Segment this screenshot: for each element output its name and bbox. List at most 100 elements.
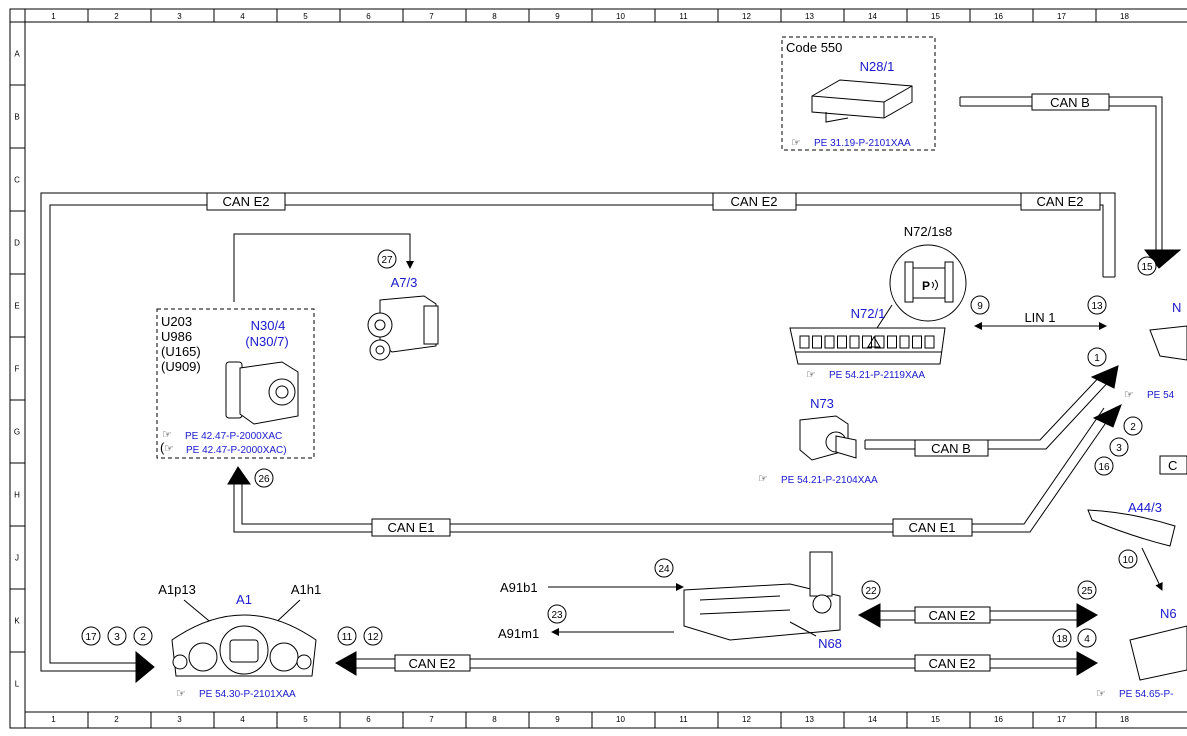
- can-e2-top-mid-label: CAN E2: [712, 192, 797, 211]
- svg-text:PE 42.47-P-2000XAC): PE 42.47-P-2000XAC): [186, 445, 287, 456]
- callout-23: 23: [547, 604, 567, 624]
- hand-pointer-icon: ☞: [1096, 688, 1106, 700]
- svg-text:N28/1: N28/1: [860, 59, 895, 74]
- svg-text:2: 2: [1130, 422, 1136, 433]
- callout-2: 2: [1123, 416, 1143, 436]
- svg-text:N30/4: N30/4: [251, 318, 286, 333]
- panel-button: [837, 335, 847, 349]
- svg-text:16: 16: [1098, 462, 1110, 473]
- svg-text:A7/3: A7/3: [391, 275, 418, 290]
- svg-text:PE 54.30-P-2101XAA: PE 54.30-P-2101XAA: [199, 689, 296, 700]
- svg-text:2: 2: [140, 632, 146, 643]
- panel-button: [899, 335, 910, 349]
- can-e1-left-label: CAN E1: [371, 518, 451, 537]
- svg-text:10: 10: [1122, 555, 1134, 566]
- svg-text:C: C: [1168, 458, 1177, 473]
- callout-18: 18: [1052, 628, 1072, 648]
- hand-pointer-icon: ☞: [164, 443, 174, 455]
- svg-text:CAN E2: CAN E2: [1037, 194, 1084, 209]
- panel-button: [849, 335, 860, 349]
- svg-text:U986: U986: [161, 329, 192, 344]
- grid-row-label: D: [14, 239, 20, 248]
- callout-1: 1: [1087, 347, 1107, 367]
- grid-col-label: 18: [1120, 12, 1129, 21]
- grid-col-label: 8: [492, 12, 497, 21]
- grid-col-label: 4: [240, 715, 245, 724]
- callout-17: 17: [81, 626, 101, 646]
- hand-pointer-icon: ☞: [791, 137, 801, 149]
- grid-col-label: 11: [679, 715, 688, 724]
- grid-col-label: 10: [616, 715, 625, 724]
- grid-col-label: 4: [240, 12, 245, 21]
- parking-button-icon: P: [904, 261, 954, 303]
- panel-button: [924, 335, 935, 349]
- callout-27: 27: [377, 249, 397, 269]
- grid-row-label: K: [14, 617, 20, 626]
- bus-labels: CAN B CAN E2 CAN E2 CAN E2 CAN B CAN E1 …: [206, 93, 1110, 672]
- grid-col-label: 1: [51, 12, 56, 21]
- callouts: 27 9 13 15 1 2 3 16 26 10 24 23 22 25 17…: [81, 249, 1157, 648]
- callout-4: 4: [1077, 628, 1097, 648]
- svg-text:CAN E1: CAN E1: [909, 520, 956, 535]
- can-b-mid-label: CAN B: [914, 439, 989, 457]
- svg-text:A1h1: A1h1: [291, 582, 321, 597]
- grid-col-label: 11: [679, 12, 688, 21]
- svg-text:CAN E1: CAN E1: [388, 520, 435, 535]
- svg-text:3: 3: [114, 632, 120, 643]
- n72-1-block: N72/1s8 P N72/1 ☞ PE 54.21-P-2119XAA: [789, 224, 967, 381]
- svg-text:N6: N6: [1160, 606, 1177, 621]
- hand-pointer-icon: ☞: [758, 473, 768, 485]
- callout-25: 25: [1077, 580, 1097, 600]
- grid-row-label: L: [15, 680, 20, 689]
- hand-pointer-icon: ☞: [162, 429, 172, 441]
- grid-col-label: 15: [931, 715, 940, 724]
- lin1-line: LIN 1: [974, 310, 1107, 330]
- can-e2-top-left-label: CAN E2: [206, 192, 286, 211]
- grid-col-label: 18: [1120, 715, 1129, 724]
- hand-pointer-icon: ☞: [176, 688, 186, 700]
- n72-1-panel-drawing: [789, 327, 946, 365]
- panel-button: [862, 335, 872, 349]
- n68-steering-lock-drawing: [683, 551, 841, 641]
- grid-col-label: 5: [303, 715, 308, 724]
- svg-text:25: 25: [1081, 586, 1093, 597]
- svg-text:CAN E2: CAN E2: [223, 194, 270, 209]
- grid-col-label: 3: [177, 715, 182, 724]
- grid-row-label: B: [14, 113, 19, 122]
- panel-button: [887, 335, 897, 349]
- grid-col-label: 13: [805, 12, 814, 21]
- svg-text:N72/1s8: N72/1s8: [904, 224, 952, 239]
- grid-col-label: 12: [742, 715, 751, 724]
- grid-col-label: 17: [1057, 12, 1066, 21]
- svg-text:PE 54: PE 54: [1147, 390, 1175, 401]
- grid-row-label: J: [15, 554, 19, 563]
- svg-text:(U165): (U165): [161, 344, 201, 359]
- svg-text:A44/3: A44/3: [1128, 500, 1162, 515]
- svg-text:N: N: [1172, 300, 1181, 315]
- grid-col-label: 5: [303, 12, 308, 21]
- grid-row-label: F: [15, 365, 20, 374]
- svg-text:11: 11: [342, 632, 353, 643]
- grid-col-label: 14: [868, 12, 877, 21]
- grid-col-label: 6: [366, 12, 371, 21]
- grid-col-label: 14: [868, 715, 877, 724]
- grid-col-label: 7: [429, 12, 434, 21]
- can-e2-bottom-left-label: CAN E2: [394, 654, 471, 672]
- panel-button: [824, 335, 835, 349]
- svg-text:18: 18: [1056, 634, 1068, 645]
- hand-pointer-icon: ☞: [1124, 389, 1134, 401]
- svg-text:CAN E2: CAN E2: [731, 194, 778, 209]
- grid-row-label: C: [14, 176, 20, 185]
- svg-text:P: P: [922, 279, 930, 293]
- hand-pointer-icon: ☞: [806, 369, 816, 381]
- callout-15: 15: [1137, 256, 1157, 276]
- grid-row-label: H: [14, 491, 20, 500]
- grid-col-label: 7: [429, 715, 434, 724]
- grid-row-label: G: [14, 428, 20, 437]
- svg-text:U203: U203: [161, 314, 192, 329]
- n28-1-module-drawing: [811, 79, 913, 123]
- svg-text:PE 54.21-P-2104XAA: PE 54.21-P-2104XAA: [781, 475, 878, 486]
- can-e1-right-label: CAN E1: [892, 518, 973, 537]
- can-e2-top-right-label: CAN E2: [1020, 192, 1101, 211]
